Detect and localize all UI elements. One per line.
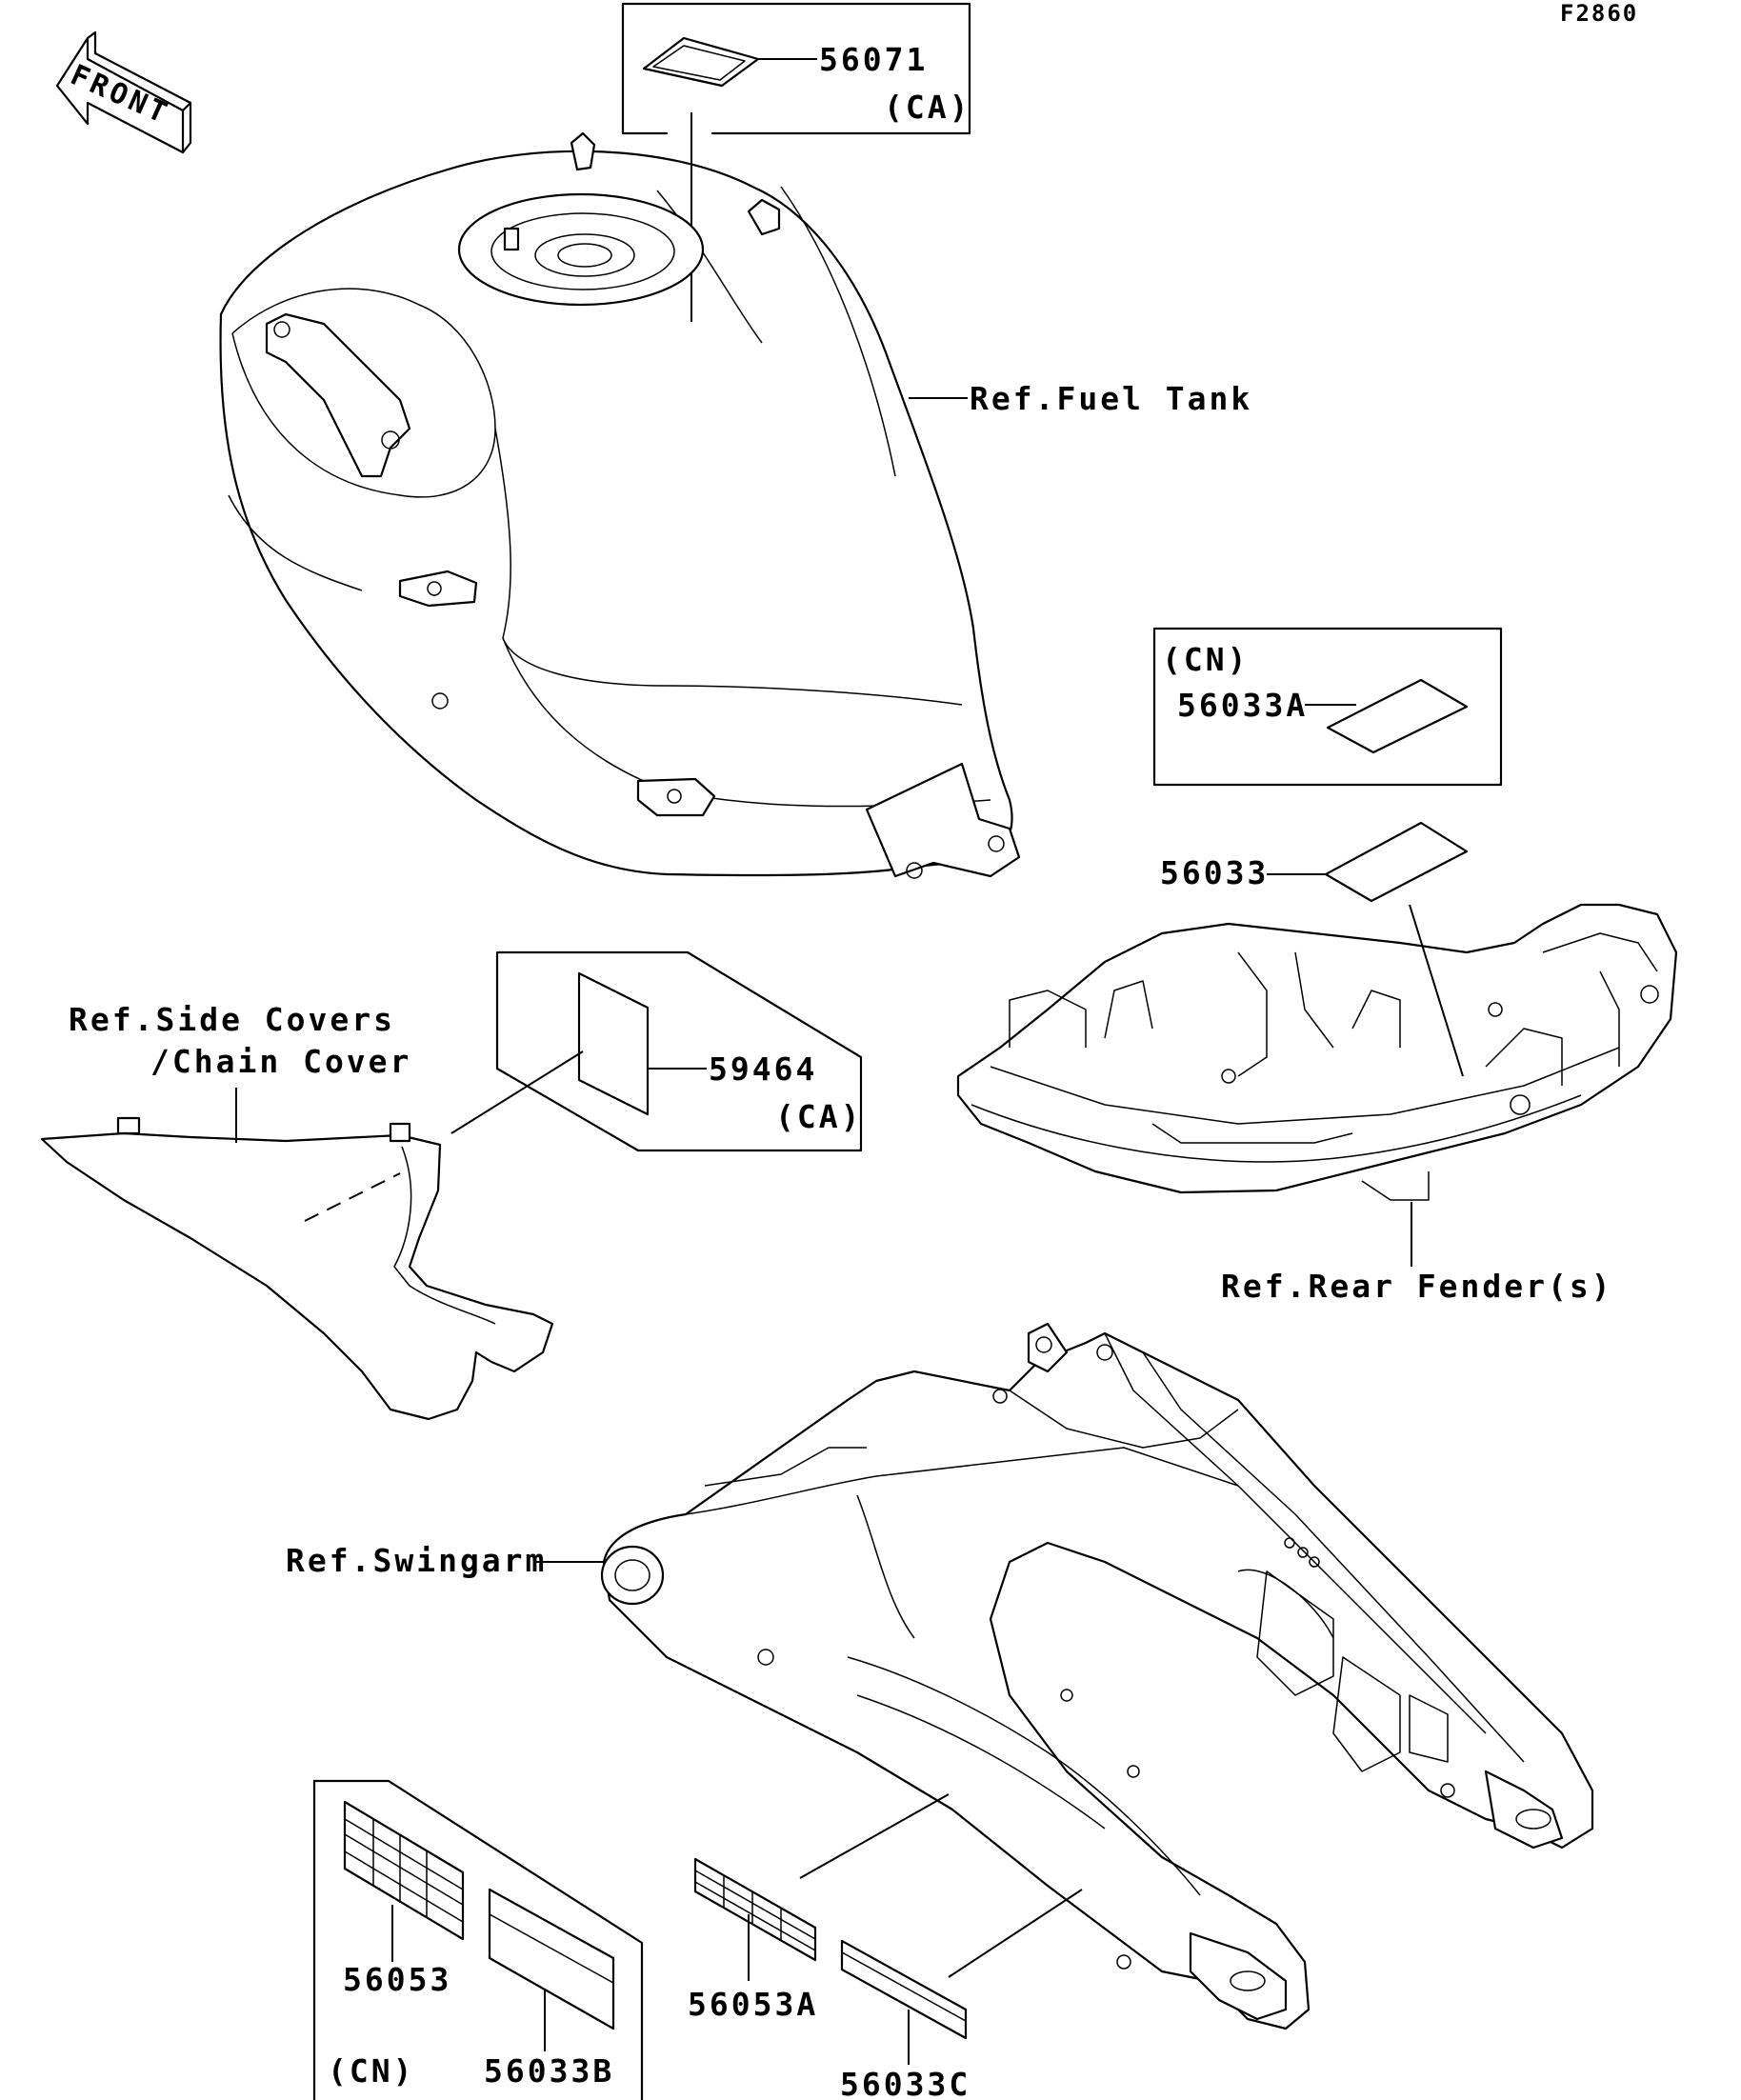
- rear-fender-drawing: Ref.Rear Fender(s): [956, 903, 1678, 1305]
- part-56033A: 56033A: [1177, 687, 1308, 724]
- ref-swingarm: Ref.Swingarm: [286, 1542, 547, 1579]
- label-decal-56053A-icon: [693, 1857, 817, 1962]
- part-56033B: 56033B: [484, 2052, 614, 2090]
- part-56033C: 56033C: [840, 2066, 971, 2100]
- label-decal-56033B-icon: [488, 1888, 615, 2030]
- part-56071: 56071: [819, 41, 928, 78]
- part-56033: 56033: [1160, 854, 1269, 891]
- label-decal-59464-icon: [577, 971, 650, 1116]
- callout-box-59464: 59464 (CA): [450, 950, 863, 1152]
- label-decal-56033-icon: [1324, 821, 1469, 903]
- label-decal-56033A-icon: [1326, 678, 1469, 754]
- ref-fuel-tank: Ref.Fuel Tank: [970, 380, 1252, 417]
- part-59464: 59464: [709, 1050, 817, 1088]
- ref-chain-cover: /Chain Cover: [150, 1043, 411, 1080]
- swingarm-drawing: Ref.Swingarm: [286, 1322, 1594, 2030]
- decal-56053A: 56053A: [688, 1857, 818, 2023]
- part-56071-region: (CA): [884, 89, 971, 126]
- ref-side-covers: Ref.Side Covers: [69, 1001, 395, 1038]
- front-arrow-icon: FRONT: [55, 30, 192, 154]
- decal-56033C: 56033C: [840, 1939, 971, 2100]
- cn-region-56033A: (CN): [1162, 641, 1249, 678]
- fuel-tank-drawing: Ref.Fuel Tank: [219, 131, 1252, 879]
- callout-box-56071: 56071 (CA): [621, 2, 971, 322]
- side-cover-drawing: Ref.Side Covers /Chain Cover: [40, 1001, 554, 1421]
- part-59464-region: (CA): [775, 1098, 862, 1135]
- cn-region-bottom: (CN): [328, 2052, 414, 2090]
- ref-rear-fender: Ref.Rear Fender(s): [1221, 1268, 1613, 1305]
- label-decal-56033C-icon: [840, 1939, 968, 2040]
- part-56053A: 56053A: [688, 1986, 818, 2023]
- callout-box-56033A: (CN) 56033A: [1152, 627, 1503, 787]
- decal-56033: 56033: [1160, 821, 1469, 1077]
- part-56053: 56053: [343, 1961, 451, 1998]
- figure-code: F2860: [1560, 0, 1638, 27]
- label-decal-56053-icon: [343, 1800, 465, 1941]
- callout-box-56053: 56053 56033B (CN): [312, 1779, 644, 2100]
